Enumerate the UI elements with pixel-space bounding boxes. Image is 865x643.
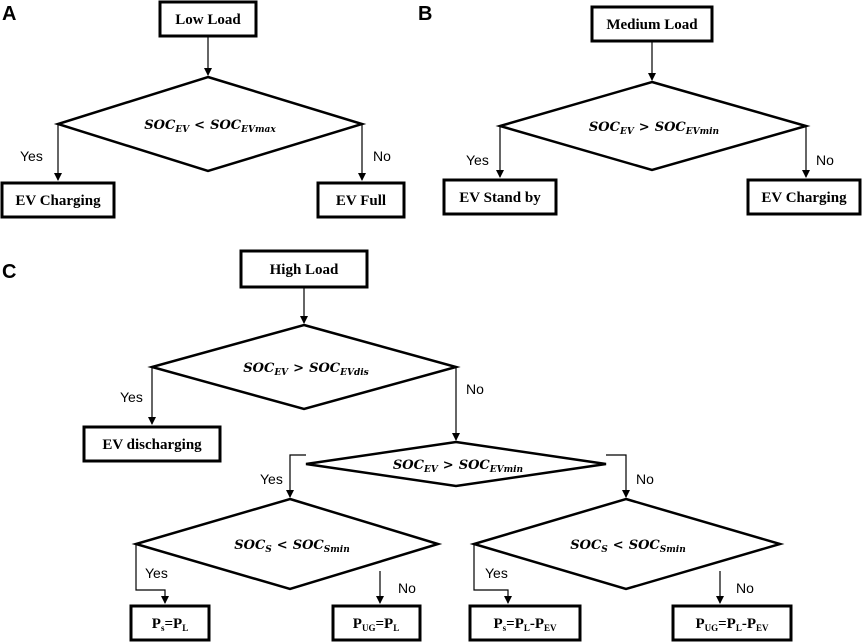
low-load-label: Low Load — [175, 12, 241, 28]
high-load-label: High Load — [270, 262, 339, 278]
no-label-c3: No — [398, 580, 416, 596]
decision-diamond-c2 — [305, 440, 607, 488]
pug-equals-pl-box — [331, 604, 422, 642]
ev-discharging-box — [82, 425, 222, 463]
ev-standby-label: EV Stand by — [459, 190, 541, 206]
no-label-c4: No — [736, 580, 754, 596]
yes-label-a: Yes — [20, 148, 43, 164]
ps-equals-pl-minus-pev-label: Ps=PL-PEV — [493, 616, 557, 633]
ev-full-box — [316, 181, 406, 219]
panel-label-b: B — [418, 3, 432, 25]
decision-diamond-c4 — [469, 497, 785, 591]
yes-label-c2: Yes — [260, 471, 283, 487]
medium-load-box — [590, 5, 714, 43]
condition-c3: SOCS<SOCSmin — [234, 538, 350, 555]
ev-discharging-label: EV discharging — [102, 437, 202, 453]
yes-label-b: Yes — [466, 152, 489, 168]
panel-label-a: A — [2, 3, 16, 25]
yes-label-c4: Yes — [485, 565, 508, 581]
ev-charging-label-a: EV Charging — [15, 193, 101, 209]
pug-equals-pl-label: PUG=PL — [353, 616, 399, 633]
arrow-c2-yes — [286, 454, 306, 498]
pug-equals-pl-minus-pev-label: PUG=PL-PEV — [695, 616, 769, 633]
ev-charging-box-b — [746, 178, 862, 216]
panel-label-c: C — [2, 261, 16, 283]
no-label-b: No — [816, 152, 834, 168]
ev-charging-label-b: EV Charging — [761, 190, 847, 206]
ps-equals-pl-box — [129, 604, 211, 642]
ev-charging-box-a — [0, 181, 116, 219]
no-label-c1: No — [466, 381, 484, 397]
yes-label-c1: Yes — [120, 389, 143, 405]
no-label-c2: No — [636, 471, 654, 487]
ev-full-label: EV Full — [336, 193, 386, 209]
ev-standby-box — [442, 178, 558, 216]
decision-diamond-c3 — [131, 497, 443, 591]
decision-diamond-b — [495, 80, 811, 172]
condition-b: SOCEV>SOCEVmin — [589, 120, 719, 137]
yes-label-c3: Yes — [145, 565, 168, 581]
condition-a: SOCEV<SOCEVmax — [144, 118, 276, 135]
decision-diamond-a — [53, 75, 367, 173]
pug-equals-pl-minus-pev-box — [671, 604, 793, 642]
condition-c4: SOCS<SOCSmin — [570, 538, 686, 555]
condition-c1: SOCEV>SOCEVdis — [243, 361, 369, 378]
condition-c2: SOCEV>SOCEVmin — [393, 458, 523, 475]
no-label-a: No — [373, 148, 391, 164]
arrow-c2-no — [606, 454, 630, 498]
ps-equals-pl-minus-pev-box — [468, 604, 582, 642]
arrow-c4-yes — [473, 544, 512, 604]
medium-load-label: Medium Load — [606, 17, 698, 33]
arrow-c3-yes — [135, 544, 169, 604]
decision-diamond-c1 — [147, 323, 461, 411]
ps-equals-pl-label: Ps=PL — [152, 616, 188, 633]
